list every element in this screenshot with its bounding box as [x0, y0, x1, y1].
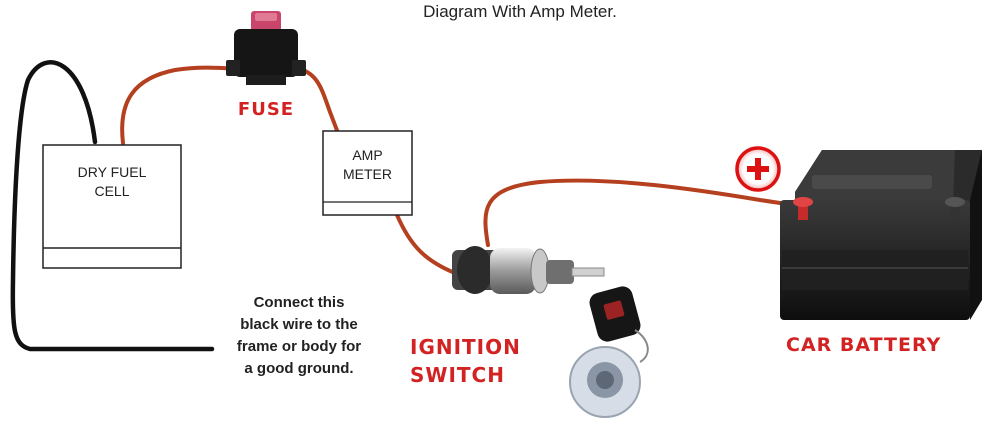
amp-meter-label: AMP METER: [343, 147, 392, 182]
car-battery-label: CAR BATTERY: [786, 334, 942, 356]
black-ground-wire: [10, 60, 215, 352]
ignition-switch-label: IGNITION SWITCH: [410, 335, 521, 387]
fuse-icon: [226, 11, 306, 85]
diagram-title: Diagram With Amp Meter.: [423, 2, 617, 21]
red-wire-switch-to-battery: [483, 178, 805, 247]
ignition-switch-icon: [452, 246, 649, 418]
amp-meter: [322, 130, 413, 216]
car-battery-icon: [780, 150, 982, 320]
red-wire-cell-to-fuse: [120, 65, 242, 145]
fuse-label: FUSE: [237, 99, 295, 120]
ground-note: Connect this black wire to the frame or …: [236, 294, 362, 377]
dry-fuel-cell: [42, 144, 182, 269]
fuel-cell-label: DRY FUEL CELL: [77, 164, 147, 199]
red-wire-meter-to-switch: [395, 213, 462, 277]
plus-symbol-icon: [735, 146, 781, 192]
